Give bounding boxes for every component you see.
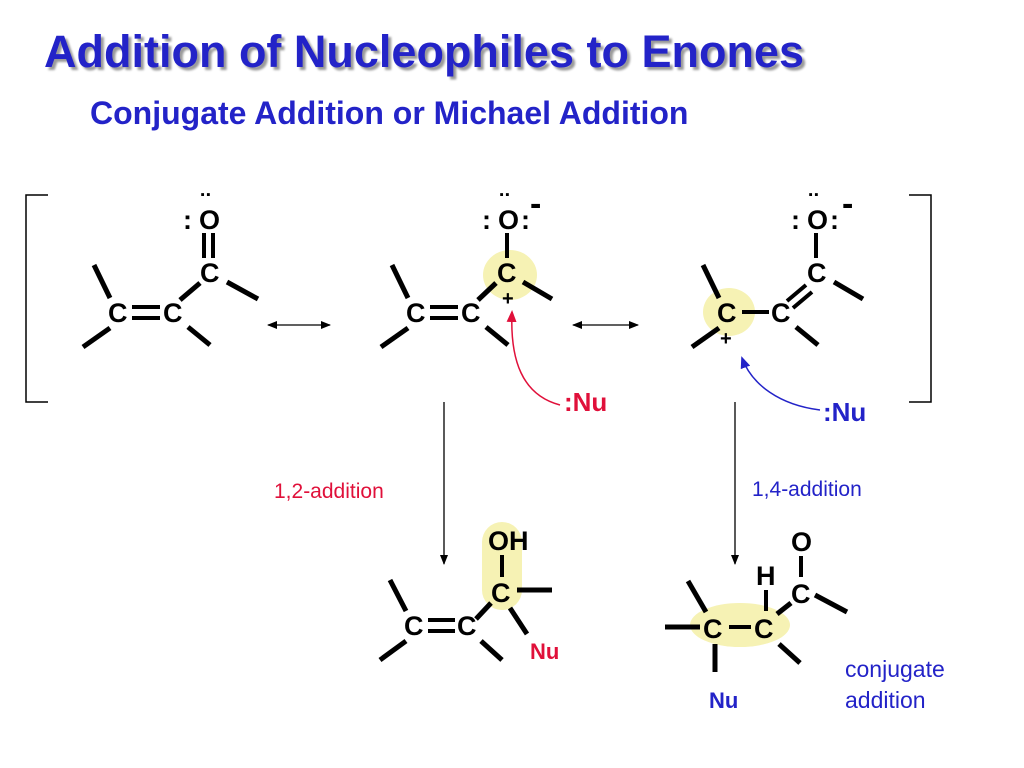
oxygen-atom: O	[498, 205, 519, 235]
structure-beta-cation: : O ¨ : - C C + C	[690, 185, 865, 350]
nu-label-red: Nu	[530, 639, 559, 664]
svg-text:C: C	[491, 578, 511, 608]
carbonyl-carbon: C	[497, 258, 517, 288]
svg-text:C: C	[457, 611, 477, 641]
svg-text:C: C	[754, 614, 774, 644]
carbonyl-oxygen: O	[791, 527, 812, 557]
svg-text::: :	[830, 205, 839, 235]
page-subtitle: Conjugate Addition or Michael Addition	[90, 95, 689, 131]
left-bracket	[25, 194, 48, 403]
oxygen-atom: O	[807, 205, 828, 235]
product-12-addition: OH C Nu C C	[378, 522, 559, 664]
oxygen-atom: O	[199, 205, 220, 235]
carbonyl-carbon: C	[200, 258, 220, 288]
svg-text:C: C	[771, 298, 791, 328]
label-12-addition: 1,2-addition	[274, 480, 384, 503]
nucleophile-label-blue: :Nu	[823, 397, 866, 427]
alpha-hydrogen: H	[756, 561, 776, 591]
right-bracket	[909, 194, 932, 403]
attack-arrow-12	[506, 310, 561, 406]
beta-carbon: C	[717, 298, 737, 328]
highlight-beta-carbon	[703, 288, 755, 336]
svg-text:¨: ¨	[809, 188, 818, 218]
negative-charge: -	[842, 185, 853, 223]
nu-label-blue: Nu	[709, 688, 738, 713]
alkene-carbon-alpha: C	[163, 298, 183, 328]
highlight-carbonyl-carbon	[483, 250, 537, 300]
svg-text:C: C	[703, 614, 723, 644]
label-14-addition: 1,4-addition	[752, 478, 862, 501]
lone-pair: ¨	[201, 188, 210, 218]
svg-text:C: C	[404, 611, 424, 641]
alkene-carbon-beta: C	[108, 298, 128, 328]
positive-charge: +	[720, 328, 732, 350]
page-title: Addition of Nucleophiles to Enones	[44, 26, 804, 77]
svg-text:C: C	[807, 258, 827, 288]
svg-text:C: C	[406, 298, 426, 328]
addition-label: addition	[845, 687, 926, 713]
structure-enone: : O ¨ C C C	[81, 188, 260, 350]
negative-charge: -	[530, 185, 541, 223]
nucleophile-label-red: :Nu	[564, 387, 607, 417]
colon: :	[183, 205, 192, 235]
svg-text::: :	[791, 205, 800, 235]
attack-arrow-14	[740, 356, 821, 411]
structure-carbonyl-cation: : O ¨ : - C + C C	[379, 185, 554, 350]
positive-charge: +	[502, 288, 514, 310]
svg-text::: :	[521, 205, 530, 235]
svg-text:C: C	[791, 579, 811, 609]
conjugate-label: conjugate	[845, 656, 945, 682]
product-14-addition: O C H C C Nu	[665, 527, 849, 713]
hydroxyl-group: OH	[488, 526, 529, 556]
svg-text:C: C	[461, 298, 481, 328]
svg-text:¨: ¨	[500, 188, 509, 218]
svg-text::: :	[482, 205, 491, 235]
